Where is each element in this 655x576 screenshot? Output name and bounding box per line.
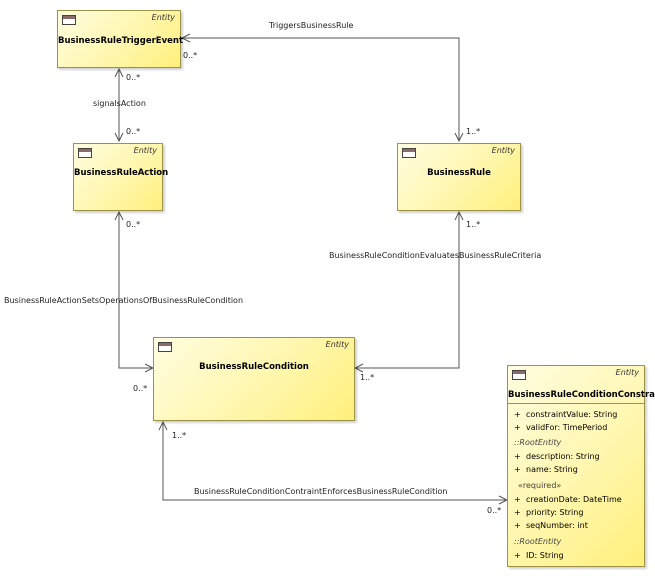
entity-business-rule-condition[interactable]: Entity BusinessRuleCondition — [153, 337, 355, 421]
entity-stereotype: Entity — [325, 340, 349, 349]
entity-icon — [402, 148, 416, 158]
section-required: «required» — [518, 481, 562, 490]
assoc-evaluates-arrow-top — [454, 210, 464, 221]
entity-stereotype: Entity — [615, 368, 639, 377]
assoc-enforces-arrow-top — [158, 420, 168, 431]
attribute: +validFor: TimePeriod — [514, 423, 608, 432]
entity-stereotype: Entity — [133, 146, 157, 155]
assoc-triggers-arrow-end — [454, 132, 464, 143]
entity-icon — [158, 342, 172, 352]
entity-icon — [62, 15, 76, 25]
assoc-evaluates-line — [355, 212, 460, 369]
section-root-entity: ::RootEntity — [514, 537, 562, 546]
entity-business-rule[interactable]: Entity BusinessRule — [397, 143, 521, 211]
entity-stereotype: Entity — [151, 13, 175, 22]
entity-name: BusinessRuleTriggerEvent — [58, 36, 184, 46]
assoc-triggers-line — [182, 37, 460, 141]
assoc-enforces-target-mult: 0..* — [487, 506, 502, 515]
assoc-enforces-name: BusinessRuleConditionContraintEnforcesBu… — [194, 487, 448, 496]
assoc-setsops-name: BusinessRuleActionSetsOperationsOfBusine… — [4, 296, 244, 305]
assoc-setsops-source-mult: 0..* — [126, 220, 141, 229]
entity-icon — [78, 148, 92, 158]
assoc-evaluates-name: BusinessRuleConditionEvaluatesBusinessRu… — [329, 251, 542, 260]
entity-name: BusinessRuleCondition — [199, 362, 309, 372]
assoc-setsops-line — [118, 212, 153, 369]
attributes-compartment: +constraintValue: String +validFor: Time… — [508, 403, 644, 566]
assoc-signals-arrow-top — [114, 67, 124, 78]
assoc-triggers-arrow — [180, 33, 191, 43]
entity-name: BusinessRuleAction — [74, 168, 169, 178]
entity-business-rule-action[interactable]: Entity BusinessRuleAction — [73, 143, 169, 211]
assoc-signals-name: signalsAction — [93, 99, 146, 108]
entity-name: BusinessRule — [427, 168, 491, 178]
entity-stereotype: Entity — [491, 146, 515, 155]
attribute: +creationDate: DateTime — [514, 495, 622, 504]
assoc-signals-arrow-bottom — [114, 132, 124, 143]
assoc-evaluates-target-mult: 1..* — [466, 220, 481, 229]
attribute: +constraintValue: String — [514, 410, 618, 419]
assoc-enforces-source-mult: 1..* — [172, 431, 187, 440]
entity-business-rule-condition-constraint[interactable]: Entity BusinessRuleConditionConstraint +… — [507, 365, 655, 567]
assoc-evaluates-arrow-left — [353, 363, 364, 373]
assoc-evaluates-source-mult: 1..* — [360, 373, 375, 382]
attribute: +priority: String — [514, 508, 584, 517]
attribute: +description: String — [514, 452, 600, 461]
entity-name: BusinessRuleConditionConstraint — [508, 390, 655, 400]
assoc-signals-target-mult: 0..* — [126, 127, 141, 136]
assoc-triggers-name: TriggersBusinessRule — [269, 21, 354, 30]
attribute: +name: String — [514, 465, 578, 474]
assoc-triggers-source-mult: 0..* — [183, 51, 198, 60]
entity-business-rule-trigger-event[interactable]: Entity BusinessRuleTriggerEvent — [57, 10, 184, 68]
attribute: +ID: String — [514, 551, 564, 560]
assoc-enforces-line — [162, 422, 507, 501]
assoc-setsops-arrow-top — [114, 210, 124, 221]
entity-icon — [512, 370, 526, 380]
assoc-triggers-target-mult: 1..* — [466, 127, 481, 136]
assoc-signals-source-mult: 0..* — [126, 73, 141, 82]
assoc-setsops-target-mult: 0..* — [133, 384, 148, 393]
attribute: +seqNumber: int — [514, 521, 588, 530]
section-root-entity: ::RootEntity — [514, 438, 562, 447]
